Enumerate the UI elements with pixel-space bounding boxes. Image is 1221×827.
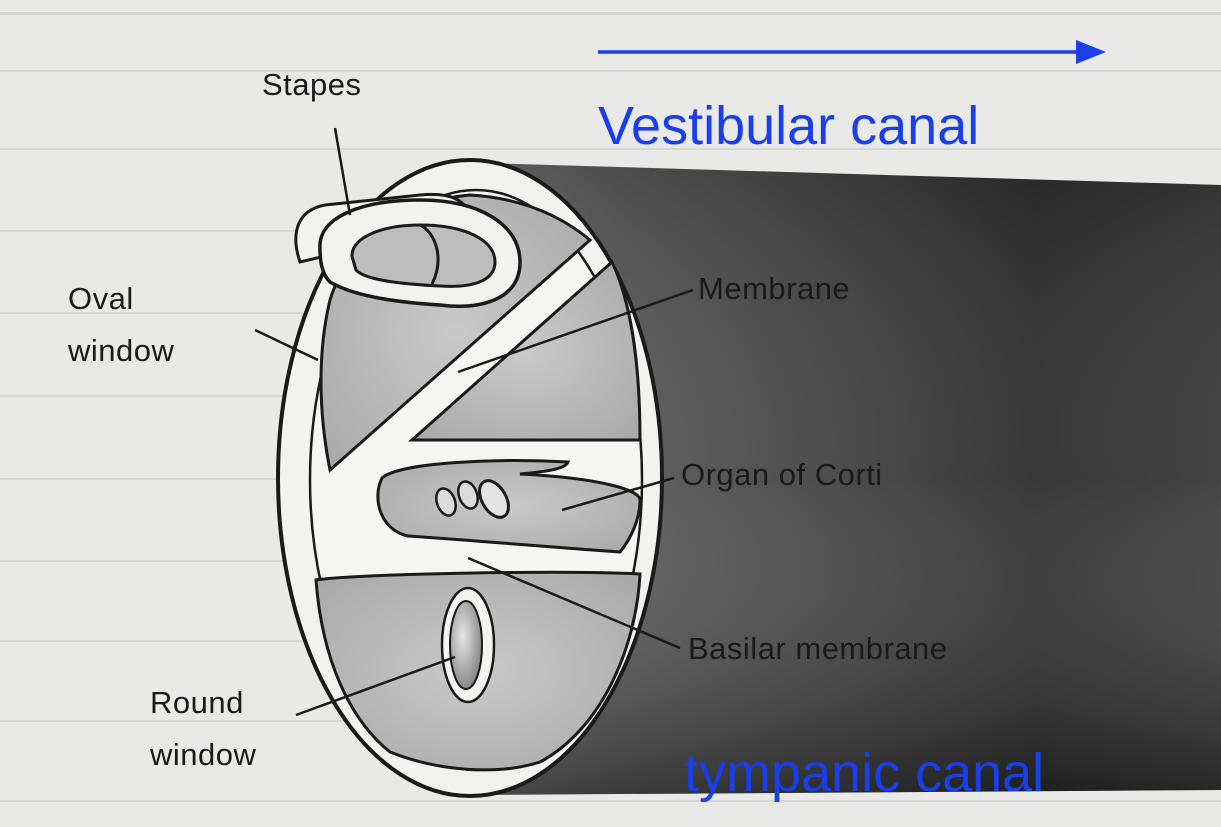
round-window: [450, 601, 482, 689]
annotation-vestibular-canal: Vestibular canal: [598, 96, 979, 156]
label-oval-window-line2: window: [68, 332, 174, 370]
annotation-tympanic-canal: tympanic canal: [684, 743, 1044, 803]
label-organ-of-corti: Organ of Corti: [681, 456, 883, 494]
vestibular-arrow-head: [1076, 40, 1106, 64]
label-round-window-line1: Round: [150, 684, 244, 722]
label-round-window-line2: window: [150, 736, 256, 774]
label-oval-window-line1: Oval: [68, 280, 134, 318]
label-basilar-membrane: Basilar membrane: [688, 630, 948, 668]
stapes-hole: [352, 225, 495, 286]
label-membrane: Membrane: [698, 270, 850, 308]
label-stapes: Stapes: [262, 66, 362, 104]
